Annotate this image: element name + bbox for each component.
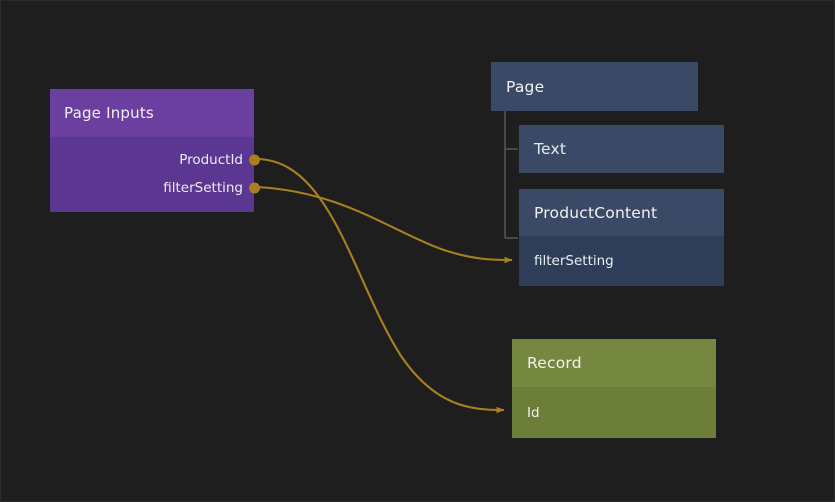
port-out-filtersetting-label: filterSetting bbox=[163, 180, 243, 196]
port-dot-filtersetting[interactable] bbox=[249, 182, 260, 194]
port-out-filtersetting[interactable]: filterSetting bbox=[50, 179, 260, 197]
port-dot-productid[interactable] bbox=[249, 154, 260, 166]
node-page-title: Page bbox=[491, 62, 698, 111]
edge-filtersetting-to-productcontent bbox=[255, 185, 513, 264]
node-productcontent[interactable]: ProductContent filterSetting bbox=[519, 189, 724, 286]
node-page-inputs-body: ProductId filterSetting bbox=[50, 137, 260, 212]
port-in-id-label: Id bbox=[527, 404, 540, 421]
port-in-filtersetting[interactable]: filterSetting bbox=[519, 236, 724, 286]
port-in-id[interactable]: Id bbox=[512, 387, 716, 438]
node-text-title: Text bbox=[519, 125, 724, 173]
node-page-inputs[interactable]: Page Inputs ProductId filterSetting bbox=[50, 89, 260, 212]
node-record[interactable]: Record Id bbox=[512, 339, 716, 438]
node-page[interactable]: Page bbox=[491, 62, 698, 111]
port-out-productid-label: ProductId bbox=[179, 152, 243, 168]
node-productcontent-title: ProductContent bbox=[519, 189, 724, 236]
port-out-productid[interactable]: ProductId bbox=[50, 151, 260, 169]
node-page-inputs-title: Page Inputs bbox=[50, 89, 254, 137]
node-text[interactable]: Text bbox=[519, 125, 724, 173]
edge-productid-to-record-id bbox=[255, 157, 505, 414]
port-in-filtersetting-label: filterSetting bbox=[534, 253, 614, 269]
node-record-title: Record bbox=[512, 339, 716, 387]
node-productcontent-body: filterSetting bbox=[519, 236, 724, 286]
node-record-body: Id bbox=[512, 387, 716, 438]
